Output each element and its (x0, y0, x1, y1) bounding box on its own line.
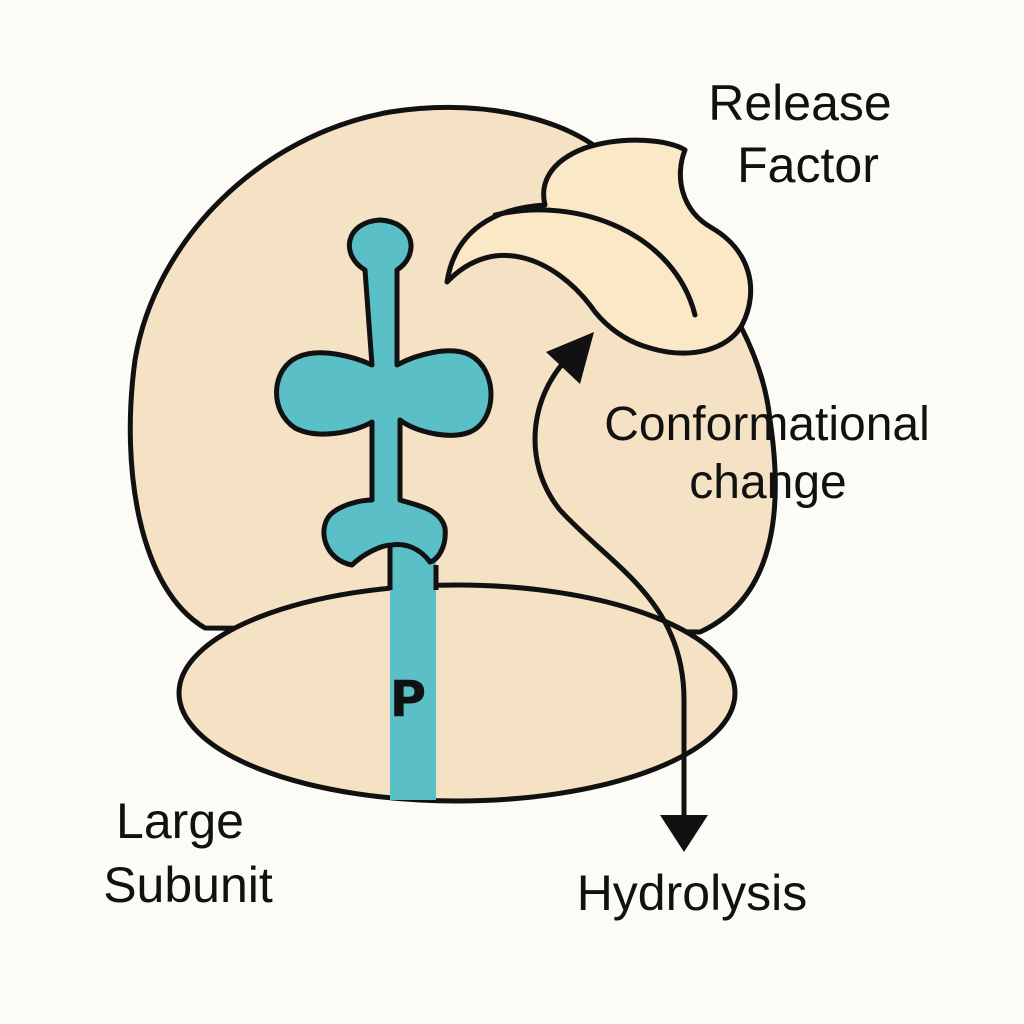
trna-stem (390, 545, 436, 800)
arrowhead-up-icon (546, 332, 594, 384)
hydrolysis-arrow-line (532, 348, 687, 820)
p-site-label: P (390, 670, 427, 728)
arrowhead-down-icon (660, 815, 708, 852)
release-factor-inner-curve (492, 207, 698, 318)
hydrolysis-label: Hydrolysis (577, 865, 808, 921)
large-subunit-label-line1: Large (116, 793, 244, 849)
release-factor-label-line2: Factor (737, 137, 879, 193)
release-factor-shape (444, 137, 754, 356)
conformational-change-label-line2: change (689, 456, 846, 509)
release-factor-label-line1: Release (708, 75, 891, 131)
conformational-change-label-line1: Conformational (604, 398, 930, 451)
small-subunit-ellipse (176, 582, 738, 804)
trna-cloverleaf (274, 217, 494, 568)
large-subunit-label-line2: Subunit (103, 857, 273, 913)
